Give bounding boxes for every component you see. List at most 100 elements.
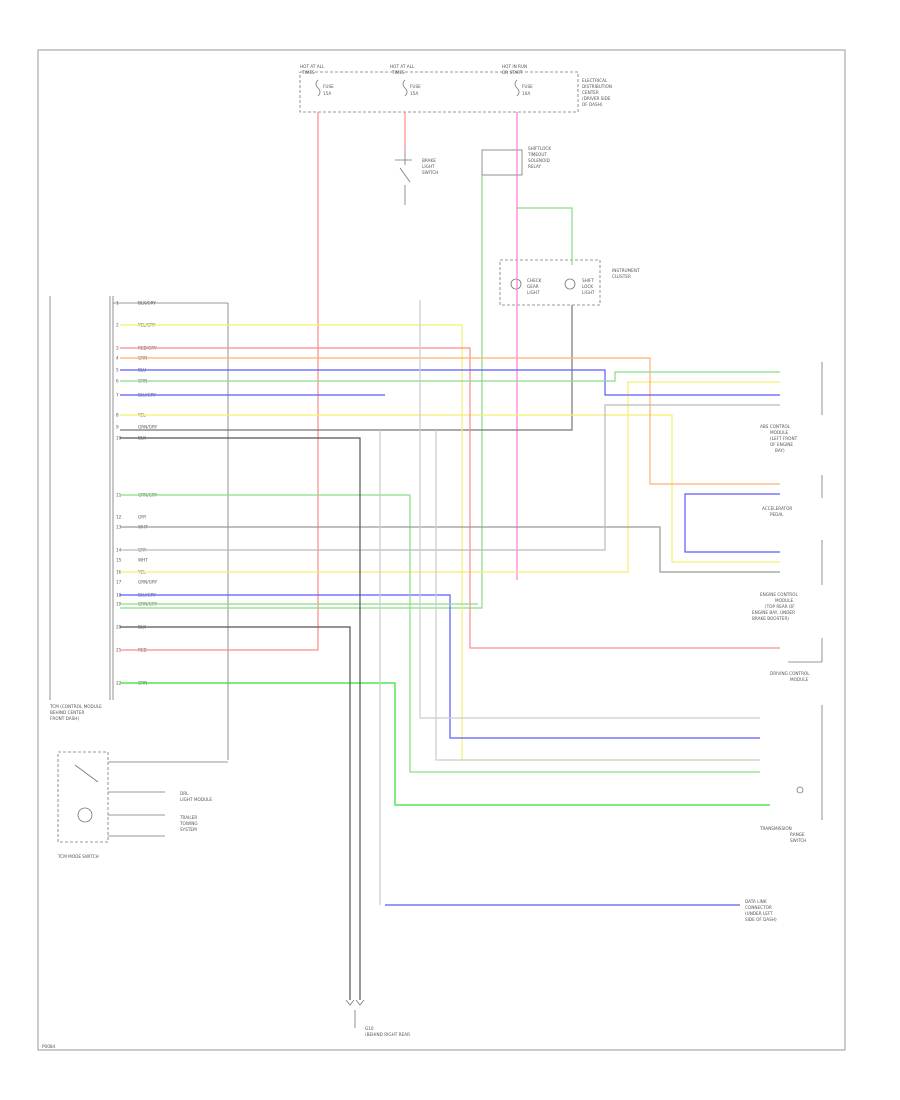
fuse2-label: FUSE [410,84,421,89]
lamp1-label-1: CHECK [527,278,542,283]
wire-yellow-2 [120,414,780,563]
tcm-pin-number: 3 [116,346,119,351]
fuse3-amp: 10A [522,91,530,96]
abs-label-5: BAY) [775,448,785,453]
tcm-pin-number: 13 [116,525,122,530]
fuse2-subtitle: TIMES [391,70,405,75]
accel-label-2: PEDAL [770,512,784,517]
tcm-pin-number: 19 [116,602,122,607]
data-link-connector: DATA LINK CONNECTOR (UNDER LEFT SIDE OF … [745,899,777,922]
wire-green-lamps [517,207,573,265]
data-link-label-3: (UNDER LEFT [745,911,773,916]
brake-switch-label-1: BRAKE [422,158,436,163]
instrument-label-2: CLUSTER [612,274,631,279]
wire-blue-abs [120,369,780,396]
fuse3-title: HOT IN RUN [502,64,527,69]
tcm-pin-wire-color: WHT [138,558,148,563]
fuse1-subtitle: TIMES [301,70,315,75]
tcm-pin-number: 14 [116,548,122,553]
engine-control-module: ENGINE CONTROL MODULE (TOP REAR OF ENGIN… [752,540,823,621]
trans-label-2: RANGE [790,832,805,837]
driving-control-module: DRIVING CONTROL MODULE [770,638,823,682]
junction-label-4: (DRIVER SIDE [582,96,611,101]
fuse2-amp: 15A [410,91,418,96]
wire-green-abs [120,371,780,382]
shiftlock-relay: SHIFTLOCK TIMEOUT SOLENOID RELAY [481,146,551,176]
accel-label-1: ACCELERATOR [762,506,792,511]
wire-black-ground-2 [120,626,351,1000]
abs-label-2: MODULE [770,430,789,435]
fuse1-title: HOT AT ALL [300,64,325,69]
junction-label-3: CENTER [582,90,599,95]
shiftlock-label-2: TIMEOUT [527,152,547,157]
check-gear-lamp-icon [510,278,522,290]
trailer-label-1: TRAILER [179,815,197,820]
tcm-pin-wire-color: GRN/GRY [138,425,158,430]
junction-label-5: OF DASH) [582,102,603,107]
trailer-label-2: TOWING [179,821,198,826]
ecm-label-1: ENGINE CONTROL [760,592,798,597]
instrument-label-1: INSTRUMENT [612,268,640,273]
ecm-label-5: BRAKE BOOSTER) [752,616,789,621]
wire-orange-accel [120,357,780,485]
tcm-pin-number: 6 [116,379,119,384]
ecm-label-2: MODULE [775,598,794,603]
transmission-range-switch: TRANSMISSION RANGE SWITCH [759,705,823,843]
lamp2-label-2: LOCK [582,284,593,289]
mode-switch-label: TCM MODE SWITCH [57,854,99,859]
driving-label-1: DRIVING CONTROL [770,671,810,676]
drl-label-1: DRL [180,791,189,796]
ground-label-2: (BEHIND RIGHT REAR [365,1032,410,1037]
ground-label-1: G10 [365,1026,374,1031]
fuse2-symbol [402,79,408,97]
ecm-label-4: ENGINE BAY, UNDER [752,610,795,615]
data-link-label-2: CONNECTOR [745,905,772,910]
drl-label-2: LIGHT MODULE [180,797,212,802]
tcm-pin-number: 17 [116,580,122,585]
fuse3-label: FUSE [522,84,533,89]
shiftlock-label-3: SOLENOID [528,158,550,163]
fuse1-label: FUSE [323,84,334,89]
fuse-block: HOT AT ALL TIMES HOT AT ALL TIMES HOT IN… [299,64,612,113]
tcm-pin-number: 7 [116,393,119,398]
shiftlock-label-1: SHIFTLOCK [528,146,551,151]
abs-label-4: OF ENGINE [770,442,793,447]
ecm-label-3: (TOP REAR OF [765,604,795,609]
wire-red-fuse1 [120,112,319,651]
shiftlock-label-4: RELAY [528,164,542,169]
wire-green-range [120,682,770,806]
tcm-pin-number: 15 [116,558,122,563]
diagram-frame [37,49,846,1051]
tcm-mode-switch: TCM MODE SWITCH DRL LIGHT MODULE TRAILER… [57,751,228,859]
wire-black-ground-1 [120,437,361,1000]
tcm-pin-number: 2 [116,323,119,328]
tcm-pin-number: 8 [116,413,119,418]
wire-gray-ecm [120,526,780,573]
tcm-pin-wire-color: BLK/GRY [138,301,156,306]
brake-switch-label-2: LIGHT [422,164,435,169]
tcm-pin-number: 21 [116,648,122,653]
tcm-pin-number: 5 [116,368,119,373]
instrument-cluster: CHECK GEAR LIGHT SHIFT LOCK LIGHT INSTRU… [499,259,640,306]
tcm-pin-number: 12 [116,515,122,520]
tcm-pin-number: 22 [116,681,122,686]
tcm-pin-number: 1 [116,301,119,306]
wire-blue-loop [684,493,780,553]
tcm-label-1: TCM (CONTROL MODULE [49,704,102,709]
tcm-label-2: BEHIND CENTER [50,710,84,715]
diagram-code: P0084 [42,1044,56,1049]
lamp2-label-3: LIGHT [582,290,595,295]
wire-harness [120,112,780,1000]
wire-green-trans [120,494,760,773]
tcm-label-3: FRONT DASH) [50,716,79,721]
abs-module: ABS CONTROL MODULE (LEFT FRONT OF ENGINE… [760,362,823,453]
data-link-label-4: SIDE OF DASH) [745,917,777,922]
fuse2-title: HOT AT ALL [390,64,415,69]
ground-g10: G10 (BEHIND RIGHT REAR [345,999,410,1037]
range-switch-contact-icon [796,786,804,794]
tcm-pin-wire-color: GRN/GRY [138,580,158,585]
brake-light-switch: BRAKE LIGHT SWITCH [395,150,438,205]
abs-label-1: ABS CONTROL [760,424,791,429]
tcm-pin-number: 20 [116,625,122,630]
